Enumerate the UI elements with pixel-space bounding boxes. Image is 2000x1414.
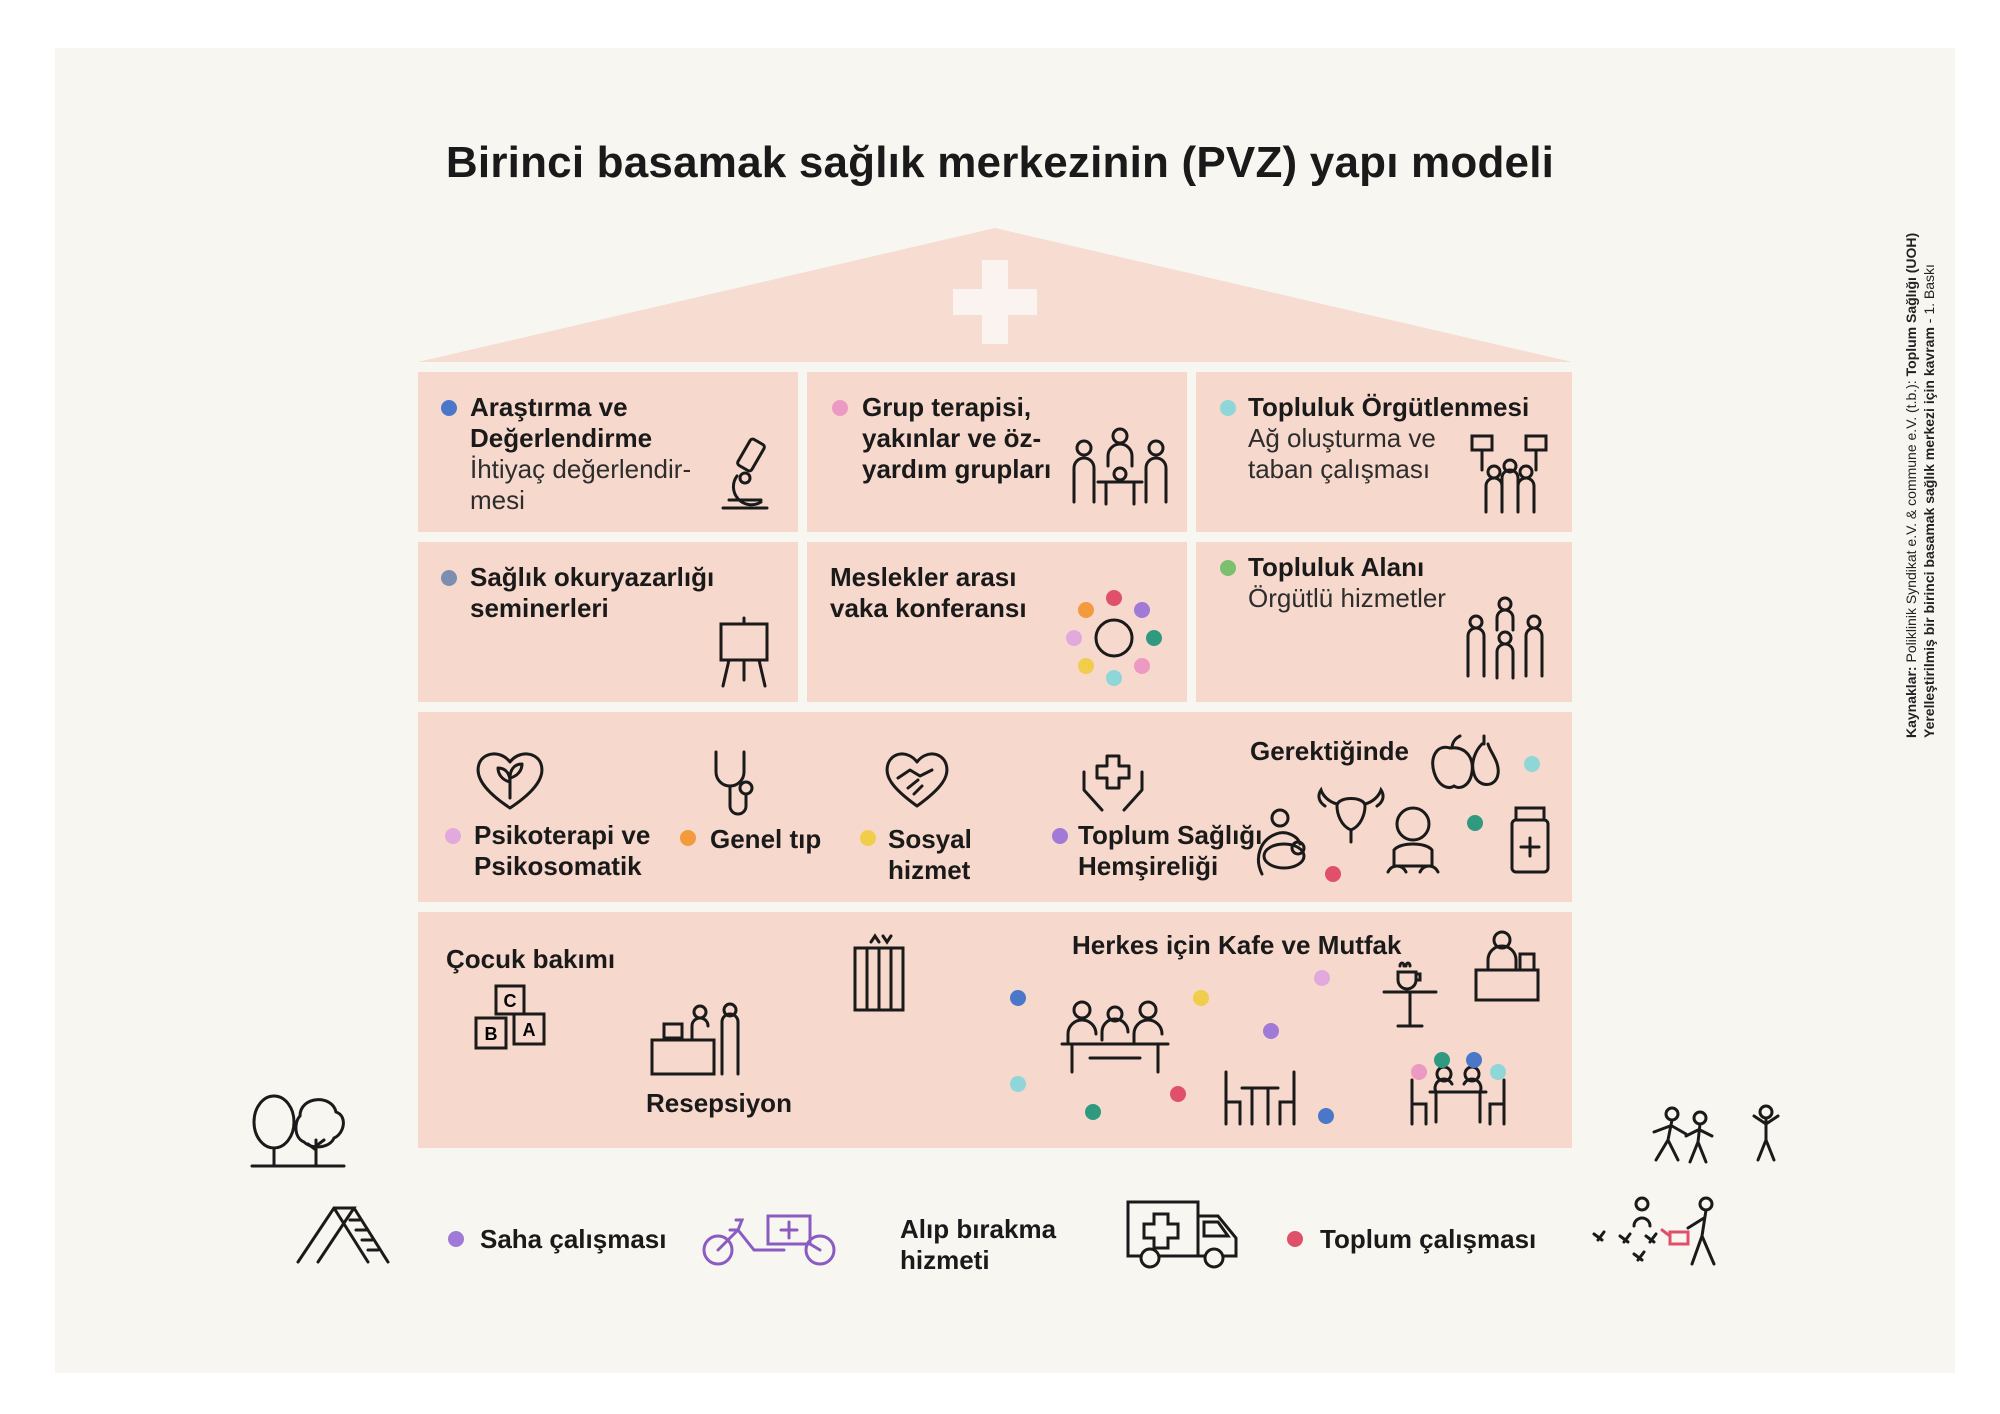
space-module: Topluluk Alanı Örgütlü hizmetler bbox=[1248, 552, 1548, 614]
source-text: Poliklinik Syndikat e.V. & commune e.V. … bbox=[1903, 376, 1919, 663]
research-subtitle: İhtiyaç değerlendir-mesi bbox=[470, 454, 692, 515]
page-title: Birinci basamak sağlık merkezinin (PVZ) … bbox=[445, 138, 1555, 187]
psychotherapy-title: Psikoterapi ve Psikosomatik bbox=[474, 820, 651, 881]
protest-icon bbox=[1468, 432, 1552, 521]
space-dot bbox=[1220, 560, 1236, 576]
roof-cross-icon bbox=[953, 260, 1037, 344]
cargo-bike-icon bbox=[702, 1206, 838, 1273]
community-work-dot bbox=[1287, 1231, 1303, 1247]
source-note: Kaynaklar: Poliklinik Syndikat e.V. & co… bbox=[1902, 178, 1938, 738]
slide-icon bbox=[296, 1198, 390, 1269]
cafe-dot-pink bbox=[1411, 1064, 1427, 1080]
cafe-dot-teal-2 bbox=[1434, 1052, 1450, 1068]
childcare-title: Çocuk bakımı bbox=[446, 944, 616, 974]
cafe-dot-purple bbox=[1263, 1023, 1279, 1039]
cafe-dot-red bbox=[1170, 1086, 1186, 1102]
reception-desk-icon bbox=[648, 1000, 744, 1081]
cafe-dot-blue-3 bbox=[1466, 1052, 1482, 1068]
gardening-icon bbox=[1590, 1196, 1726, 1273]
barista-icon bbox=[1474, 930, 1542, 1007]
source-line2: Yerelleştirilmiş bir birinci basamak sağ… bbox=[1921, 327, 1937, 738]
cafe-dot-lilac bbox=[1314, 970, 1330, 986]
cafe-dot-blue bbox=[1010, 990, 1026, 1006]
block-a: A bbox=[523, 1020, 536, 1040]
fruit-icon bbox=[1430, 734, 1500, 799]
house-panels bbox=[418, 372, 1572, 1148]
cafe-dot-blue-2 bbox=[1318, 1108, 1334, 1124]
children-playing-icon bbox=[1642, 1104, 1792, 1173]
pickup-label: Alıp bırakma hizmeti bbox=[900, 1214, 1057, 1275]
people-group-icon bbox=[1462, 596, 1548, 685]
organizing-dot bbox=[1220, 400, 1236, 416]
field-work-dot bbox=[448, 1231, 464, 1247]
literacy-title: Sağlık okuryazarlığı seminerleri bbox=[470, 562, 715, 623]
research-module: Araştırma ve Değerlendirme İhtiyaç değer… bbox=[470, 392, 730, 516]
cafe-title: Herkes için Kafe ve Mutfak bbox=[1072, 930, 1402, 960]
easel-icon bbox=[717, 616, 771, 693]
block-c: C bbox=[504, 991, 517, 1011]
heart-plant-icon bbox=[473, 748, 547, 817]
space-subtitle: Örgütlü hizmetler bbox=[1248, 583, 1446, 613]
block-b: B bbox=[485, 1024, 498, 1044]
family-table-icon bbox=[1408, 1060, 1508, 1131]
cafe-dot-yellow bbox=[1193, 990, 1209, 1006]
organizing-subtitle: Ağ oluşturma ve taban çalışması bbox=[1248, 423, 1436, 484]
source-title: Toplum Sağlığı (UOH) bbox=[1903, 232, 1919, 377]
space-title: Topluluk Alanı bbox=[1248, 552, 1425, 582]
microscope-icon bbox=[715, 436, 775, 521]
mother-baby-icon bbox=[1254, 808, 1314, 883]
nursing-title: Toplum Sağlığı Hemşireliği bbox=[1078, 820, 1263, 881]
community-work-label: Toplum çalışması bbox=[1320, 1224, 1537, 1254]
social-title: Sosyal hizmet bbox=[888, 824, 972, 885]
literacy-dot bbox=[441, 570, 457, 586]
diners-icon bbox=[1060, 1000, 1170, 1079]
uterus-icon bbox=[1314, 786, 1388, 851]
group-title: Grup terapisi, yakınlar ve öz-yardım gru… bbox=[862, 392, 1052, 484]
heart-handshake-icon bbox=[882, 748, 952, 815]
organizing-title: Topluluk Örgütlenmesi bbox=[1248, 392, 1530, 422]
reception-title: Resepsiyon bbox=[646, 1088, 792, 1118]
elevator-icon bbox=[853, 932, 905, 1017]
source-label: Kaynaklar: bbox=[1903, 666, 1919, 738]
nursing-dot bbox=[1052, 828, 1068, 844]
as-needed-dot-cyan bbox=[1524, 756, 1540, 772]
field-work-label: Saha çalışması bbox=[480, 1224, 667, 1254]
research-dot bbox=[441, 400, 457, 416]
baby-icon bbox=[1382, 806, 1444, 881]
coffee-table-icon bbox=[1380, 960, 1440, 1035]
as-needed-dot-teal bbox=[1467, 815, 1483, 831]
medicine-bottle-icon bbox=[1508, 806, 1552, 881]
as-needed-dot-red bbox=[1325, 866, 1341, 882]
group-meeting-icon bbox=[1068, 426, 1172, 523]
cafe-dot-cyan-2 bbox=[1490, 1064, 1506, 1080]
conference-title: Meslekler arası vaka konferansı bbox=[830, 562, 1027, 623]
trees-icon bbox=[250, 1090, 346, 1173]
research-title: Araştırma ve Değerlendirme bbox=[470, 392, 653, 453]
gp-dot bbox=[680, 830, 696, 846]
table-chairs-icon bbox=[1222, 1068, 1298, 1131]
toy-blocks-icon: C B A bbox=[472, 982, 548, 1057]
cafe-dot-teal bbox=[1085, 1104, 1101, 1120]
gp-title: Genel tıp bbox=[710, 824, 822, 854]
as-needed-title: Gerektiğinde bbox=[1250, 736, 1409, 766]
group-dot bbox=[832, 400, 848, 416]
psychotherapy-dot bbox=[445, 828, 461, 844]
source-edition: - 1. Baskı bbox=[1921, 264, 1937, 328]
cafe-dot-cyan bbox=[1010, 1076, 1026, 1092]
ambulance-icon bbox=[1124, 1196, 1240, 1277]
social-dot bbox=[860, 830, 876, 846]
hands-cross-icon bbox=[1080, 752, 1146, 819]
circle-of-dots-icon bbox=[1066, 590, 1162, 691]
organizing-module: Topluluk Örgütlenmesi Ağ oluşturma ve ta… bbox=[1248, 392, 1548, 485]
stethoscope-icon bbox=[708, 748, 768, 823]
